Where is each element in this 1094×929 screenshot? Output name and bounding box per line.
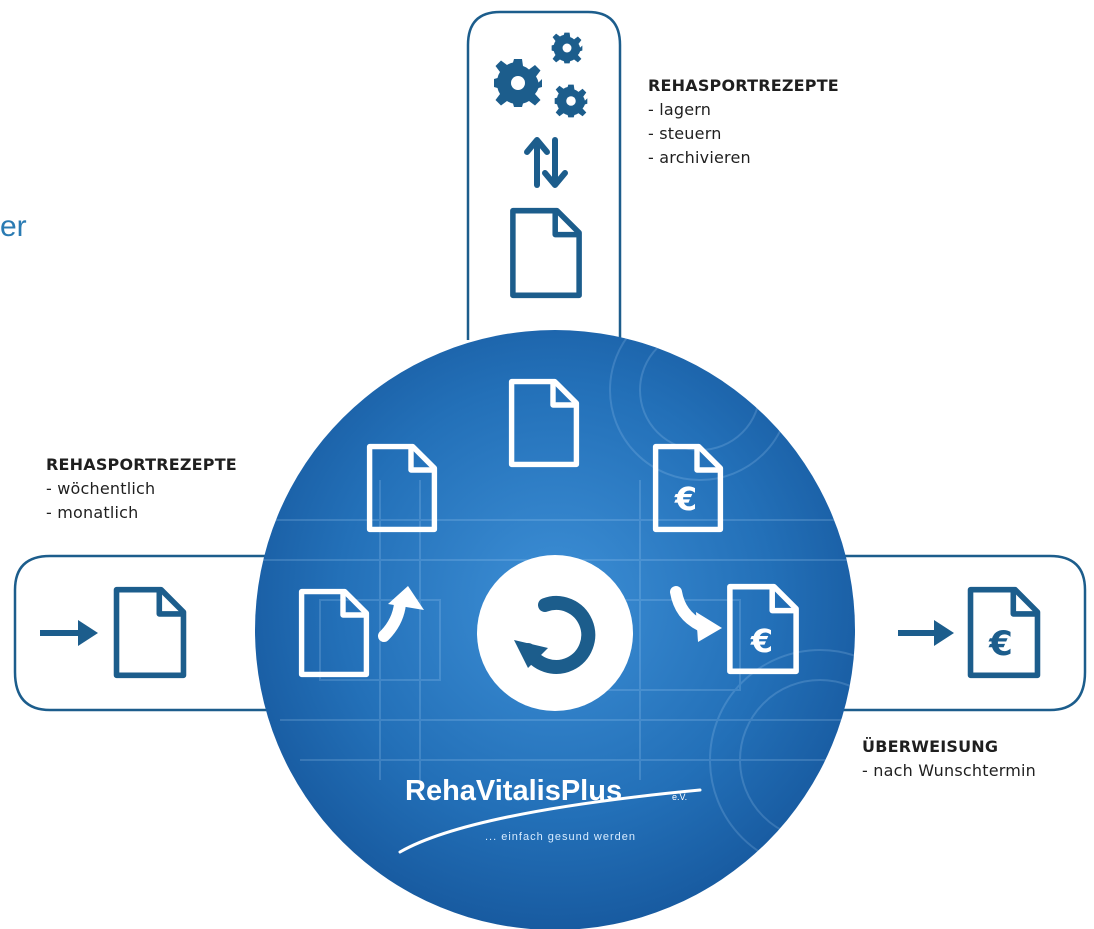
curved-arrow-up-icon [378,586,424,642]
left-panel [13,554,270,712]
top-label-item-0: - lagern [648,100,712,119]
arrow-right-icon [898,620,954,646]
up-down-arrows-icon [524,137,568,188]
right-panel [840,554,1087,712]
left-label-item-0: - wöchentlich [46,479,156,498]
svg-text:€: € [674,480,697,518]
logo-suffix: e.V. [672,792,687,802]
left-label-title: REHASPORTREZEPTE [46,455,237,474]
euro-document-icon: € [656,447,721,530]
logo: RehaVitalisPlus e.V. ... einfach gesund … [398,775,702,854]
right-label-title: ÜBERWEISUNG [862,737,999,756]
logo-reha: Reha [405,775,477,807]
top-label-item-2: - archivieren [648,148,751,167]
refresh-icon [477,555,633,711]
partial-heading: er [0,210,27,243]
left-label-item-1: - monatlich [46,503,139,522]
top-label-title: REHASPORTREZEPTE [648,76,839,95]
left-label: REHASPORTREZEPTE - wöchentlich - monatli… [46,453,237,525]
svg-text:€: € [750,622,773,660]
svg-text:€: € [988,624,1013,664]
arrow-right-icon [40,620,98,646]
svg-text:RehaVitalisPlus: RehaVitalisPlus [405,775,622,807]
logo-tagline: ... einfach gesund werden [485,831,636,843]
right-label: ÜBERWEISUNG - nach Wunschtermin [862,735,1036,783]
euro-document-icon: € [730,587,796,672]
logo-vitalis: Vitalis [476,775,561,807]
euro-document-icon: € [971,590,1038,676]
curved-arrow-down-icon [670,586,722,642]
top-label-item-1: - steuern [648,124,722,143]
top-label: REHASPORTREZEPTE - lagern - steuern - ar… [648,74,839,170]
right-label-item-0: - nach Wunschtermin [862,761,1037,780]
